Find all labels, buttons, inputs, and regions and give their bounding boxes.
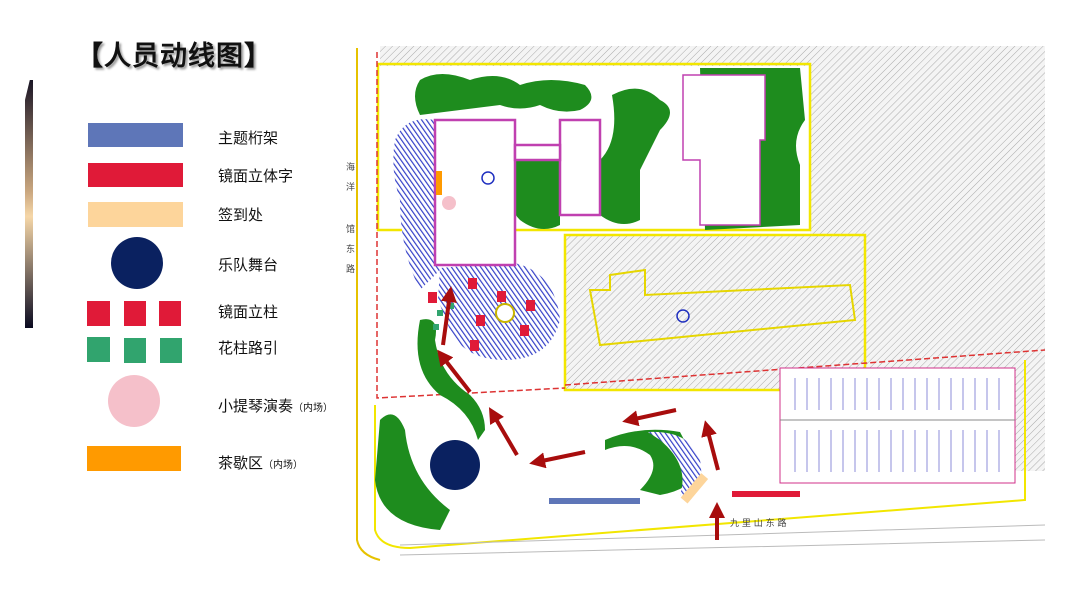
tea-break-area [436,171,442,195]
middle-plot [563,233,867,392]
west-road-edge [356,48,381,561]
building-outline [588,268,857,347]
road-label-char: 东 [346,243,355,255]
south-boundary [374,360,1026,550]
flow-arrow [437,349,472,394]
marker-circle [481,171,495,185]
legend-label-mirror-pillars: 镜面立柱 [218,303,279,321]
marker-circle [676,309,690,323]
legend-swatch-mirror-letters [88,163,183,187]
legend-swatch-tea-break [87,446,181,471]
legend-swatch-violin [108,375,160,427]
legend-label-signin: 签到处 [218,206,264,224]
legend-label-band-stage: 乐队舞台 [218,256,279,274]
flow-arrow [622,408,677,427]
band-stage [430,440,480,490]
flow-arrow [701,420,720,471]
legend-swatch-signin [88,202,183,227]
page-title: 【人员动线图】 [76,41,272,72]
legend-label-flower-pillars: 花柱路引 [218,339,279,357]
parking-lot [779,367,1016,484]
signin-desk [680,473,709,504]
legend-label-truss: 主题桁架 [218,129,279,147]
paving-area [393,119,440,290]
mirror-letters [732,491,800,497]
north-boundary [376,62,812,232]
paving-area [648,431,702,500]
flow-arrow [440,286,457,346]
flower-pillars [433,303,454,330]
legend-swatch-truss [88,123,183,147]
road-label-char: 馆 [346,223,355,235]
flow-arrow [529,450,586,469]
legend-label-violin: 小提琴演奏（内场） [218,397,334,415]
buildings [433,74,766,267]
red-dashed-line [376,52,1046,399]
legend-label-tea-break: 茶歇区（内场） [218,454,304,472]
flow-arrow [488,407,519,457]
decorative-gradient-bar [25,80,33,328]
road-label-char: 洋 [346,181,355,193]
road-label-char: 路 [346,263,355,275]
flow-arrows [437,286,725,540]
legend-label-mirror-letters: 镜面立体字 [218,167,294,185]
theme-truss [549,498,640,504]
road-label-south: 九 里 山 东 路 [730,517,786,529]
plaza-center [495,303,515,323]
road-lines [399,524,1046,556]
mirror-pillars [428,278,535,351]
road-label-char: 海 [346,161,355,173]
legend-swatch-band-stage [111,237,163,289]
violin-performance-spot [442,196,456,210]
